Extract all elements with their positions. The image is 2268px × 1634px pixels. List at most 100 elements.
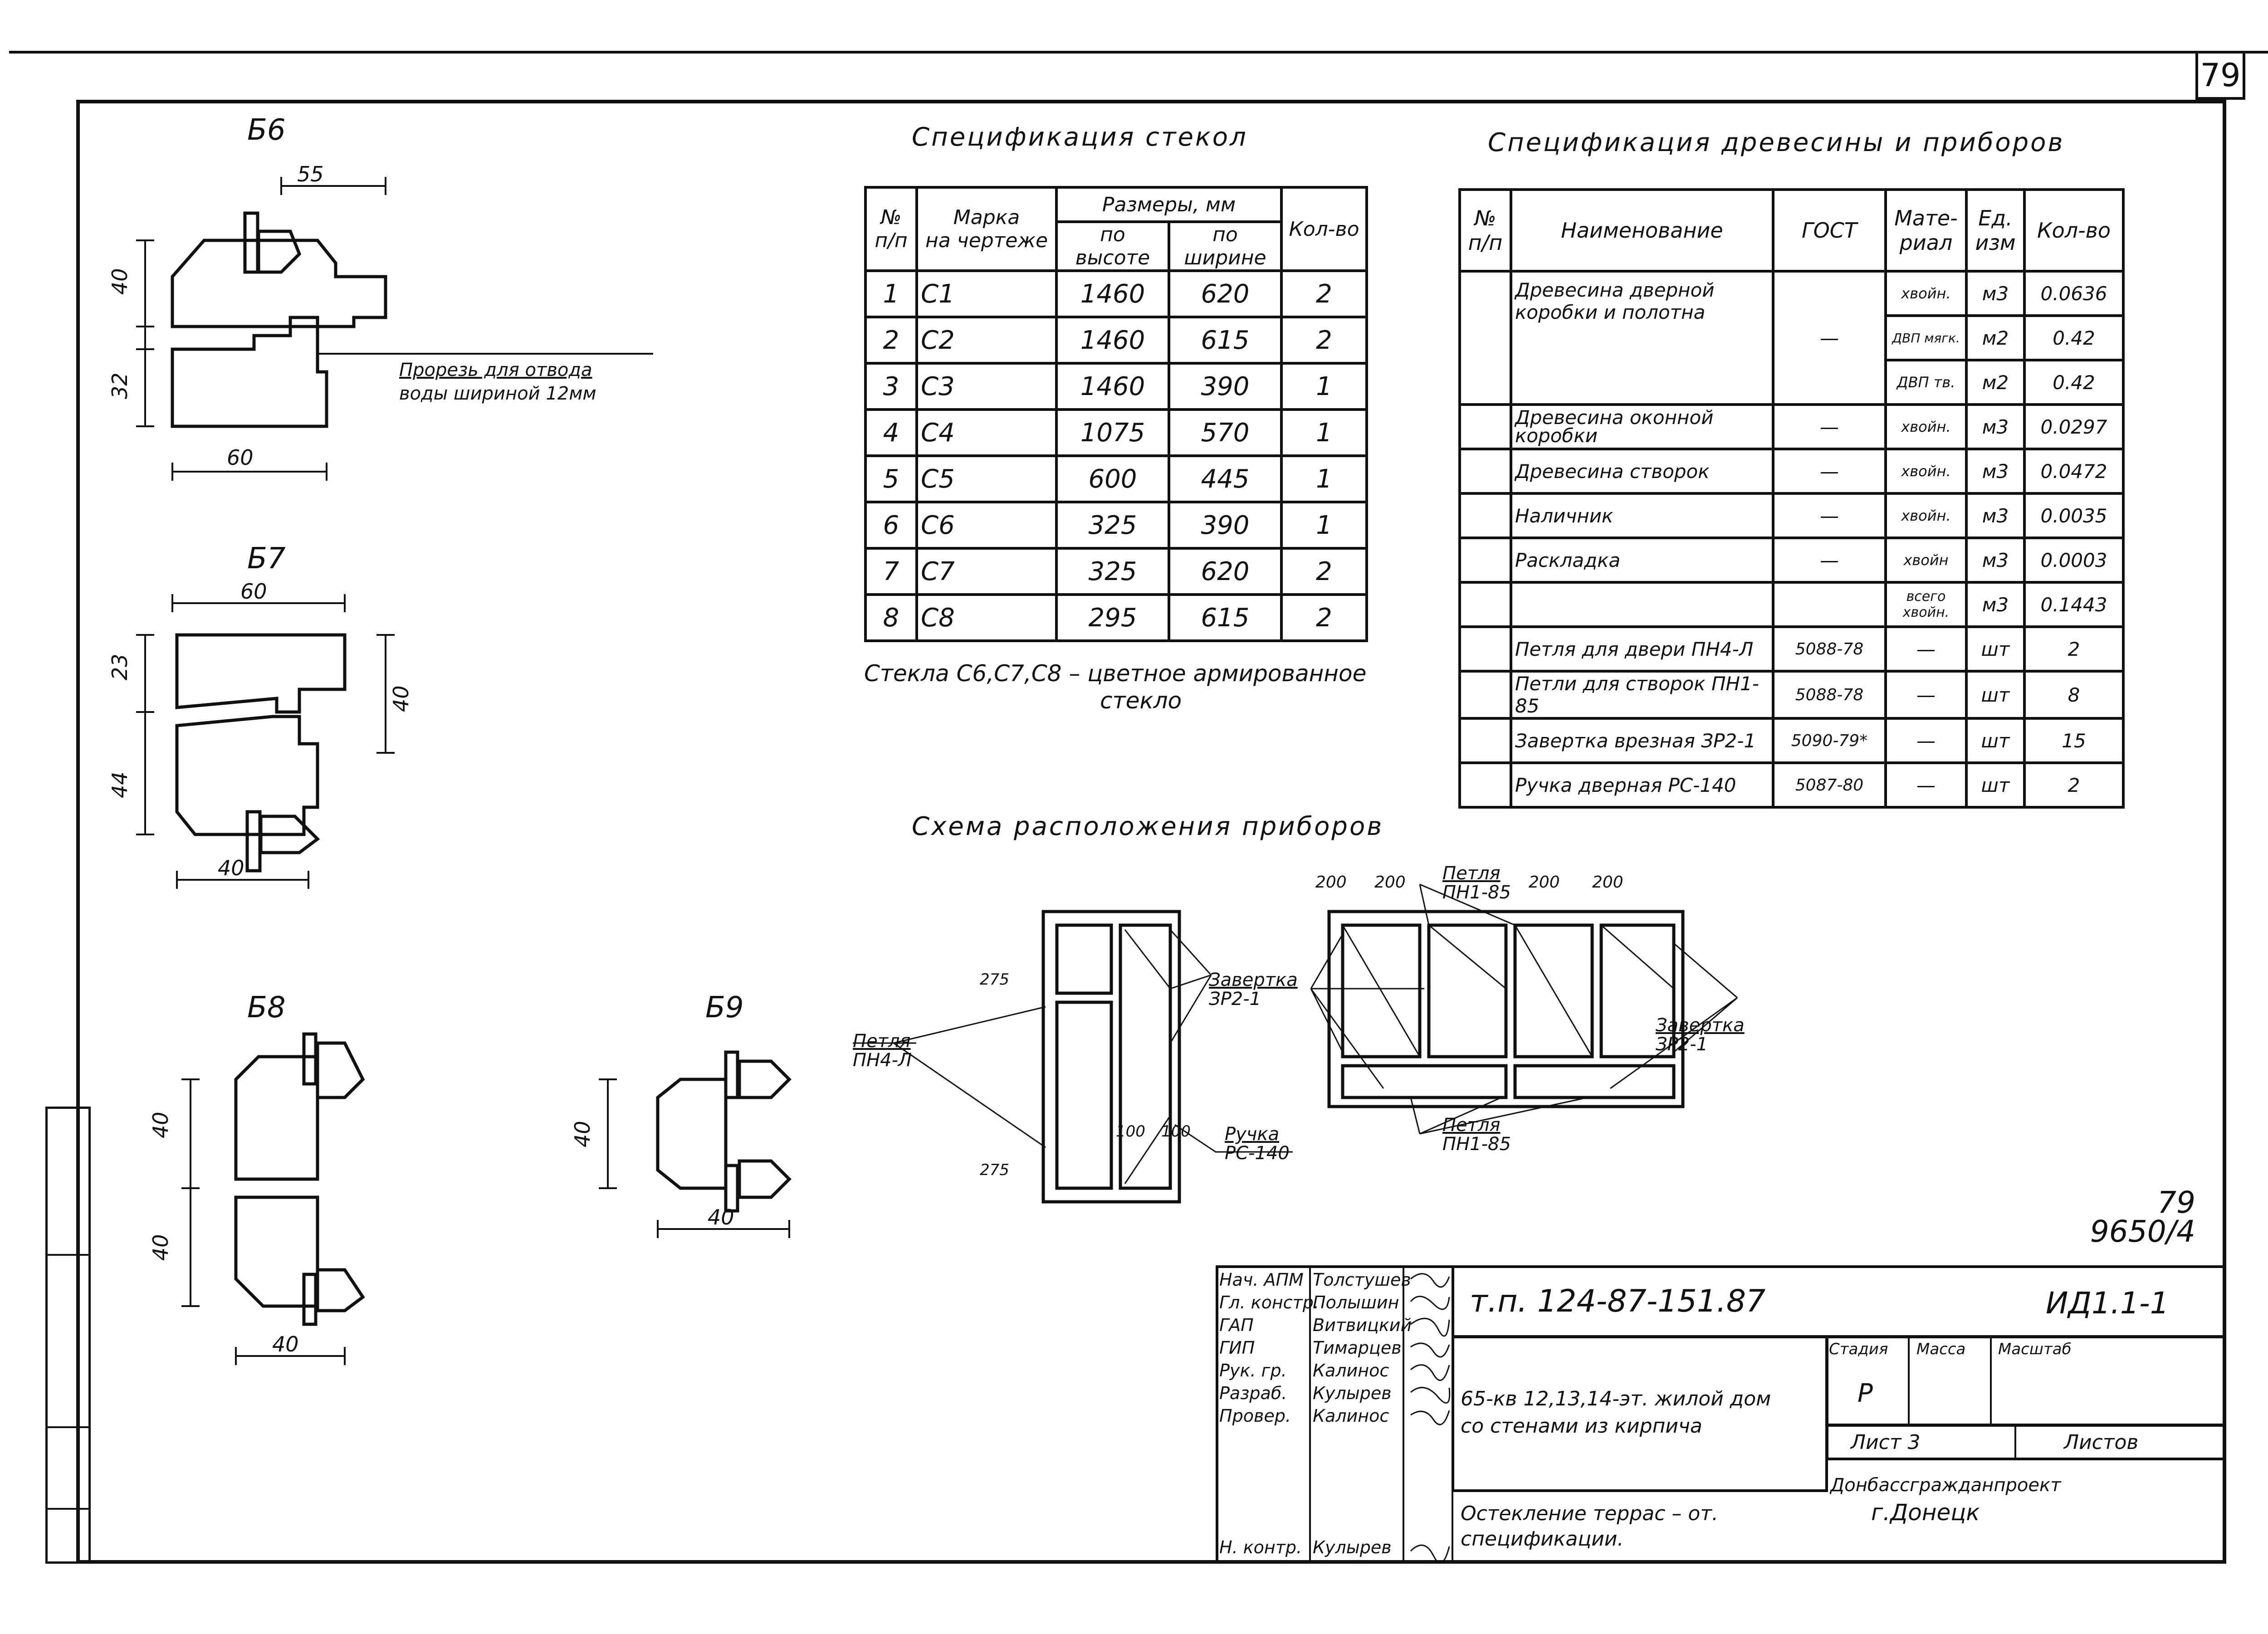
label-petlya-bottom: Петля ПН1-85 (1442, 1115, 1511, 1155)
svg-text:40: 40 (108, 268, 132, 295)
dim-275-bottom: 275 (980, 1161, 1009, 1179)
b7-glass (245, 810, 262, 873)
title-block: Нач. АПМ Толстушев Гл. констр. Полышин Г… (1216, 1265, 2226, 1564)
page-reference: 79 9650/4 (2090, 1185, 2195, 1249)
b8-profile-lower (234, 1195, 319, 1308)
svg-text:60: 60 (240, 579, 267, 604)
drawing-name: Остекление террас – от. спецификации. (1461, 1502, 1718, 1551)
table-row: Раскладка — хвойн м3 0.0003 (1458, 537, 2125, 584)
b9-bead-bottom (738, 1159, 792, 1199)
sheet-code: ИД1.1-1 (2046, 1286, 2169, 1321)
signatures (1410, 1273, 1451, 1564)
table-row: Завертка врезная ЗР2-1 5090-79* — шт 15 (1458, 717, 2125, 764)
stamp-name-4: Калинос (1313, 1361, 1389, 1380)
glass-spec-title: Спецификация стекол (912, 122, 1248, 152)
section-label-b9: Б9 (705, 991, 744, 1024)
mass-label: Масса (1916, 1340, 1966, 1358)
stamp-role-1: Гл. констр. (1219, 1293, 1319, 1312)
dim-200-d: 200 (1592, 873, 1623, 892)
stamp-role-9: Н. контр. (1219, 1537, 1302, 1557)
object-name: 65-кв 12,13,14-эт. жилой дом со стенами … (1461, 1387, 1771, 1438)
b7-profile-upper (175, 633, 347, 714)
b8-glass-top (302, 1032, 318, 1086)
b6-glass (243, 211, 259, 274)
table-row: ДВП тв. м2 0.42 (1460, 359, 2125, 406)
scheme-title: Схема расположения приборов (912, 812, 1384, 841)
stamp-role-3: ГИП (1219, 1338, 1255, 1358)
dim-100-a: 100 (1116, 1122, 1145, 1141)
sheet-label: Лист 3 (1851, 1431, 1921, 1454)
stamp-role-2: ГАП (1219, 1315, 1254, 1335)
stamp-name-6: Калинос (1313, 1406, 1389, 1426)
stamp-name-2: Витвицкий (1313, 1315, 1412, 1335)
window-frame (1327, 910, 1685, 1108)
stage-value: Р (1857, 1379, 1873, 1408)
dim-100-b: 100 (1161, 1122, 1191, 1141)
table-row: Петли для створок ПН1-85 5088-78 — шт 8 (1458, 670, 2125, 720)
b8-bead-bottom (316, 1268, 365, 1312)
project-code: т.п. 124-87-151.87 (1470, 1283, 1766, 1319)
section-label-b6: Б6 (247, 113, 286, 147)
svg-text:40: 40 (570, 1121, 595, 1147)
glass-spec-note: Стекла С6,С7,С8 – цветное армированное с… (864, 660, 1367, 714)
sheets-label: Листов (2064, 1431, 2139, 1454)
label-petlya-door: Петля ПН4-Л (853, 1031, 912, 1071)
svg-text:40: 40 (272, 1332, 299, 1356)
dim-200-c: 200 (1529, 873, 1560, 892)
b7-profile-lower (175, 715, 319, 836)
table-row: Петля для двери ПН4-Л 5088-78 — шт 2 (1458, 625, 2125, 673)
label-ruchka: Ручка РС-140 (1225, 1124, 1290, 1164)
left-binding-strip (45, 1107, 91, 1564)
svg-text:40: 40 (148, 1234, 173, 1261)
door-frame (1041, 910, 1181, 1204)
table-row: Ручка дверная РС-140 5087-80 — шт 2 (1458, 761, 2125, 809)
svg-text:23: 23 (108, 654, 132, 680)
stage-label: Стадия (1829, 1340, 1888, 1358)
svg-text:40: 40 (218, 856, 244, 880)
stamp-name-3: Тимарцев (1313, 1338, 1402, 1358)
svg-text:40: 40 (389, 685, 413, 712)
svg-text:60: 60 (227, 445, 254, 470)
stamp-name-5: Кулырев (1313, 1383, 1392, 1403)
stamp-role-5: Разраб. (1219, 1383, 1287, 1403)
b6-slot-note: Прорезь для отвода воды шириной 12мм (399, 360, 596, 404)
b6-profile-upper (171, 239, 387, 328)
stamp-role-6: Провер. (1219, 1406, 1291, 1426)
svg-text:40: 40 (708, 1205, 734, 1229)
sheet-number: 79 (2195, 51, 2245, 100)
stamp-role-0: Нач. АПМ (1219, 1270, 1304, 1290)
scale-label: Масштаб (1998, 1340, 2072, 1358)
b8-bead-top (316, 1041, 365, 1099)
b7-bead (259, 815, 320, 854)
dim-275-top: 275 (980, 971, 1009, 989)
organization: Донбассгражданпроект г.Донецк (1830, 1475, 2061, 1526)
label-zavertka-right: Завертка ЗР2-1 (1656, 1015, 1745, 1055)
stamp-name-9: Кулырев (1313, 1537, 1392, 1557)
stamp-role-4: Рук. гр. (1219, 1361, 1287, 1380)
b9-profile (656, 1078, 728, 1190)
svg-text:40: 40 (148, 1112, 173, 1138)
b9-bead-top (738, 1059, 792, 1099)
stamp-name-1: Полышин (1313, 1293, 1399, 1312)
label-zavertka-left: Завертка ЗР2-1 (1209, 970, 1298, 1010)
b6-profile-lower (171, 316, 328, 428)
b6-bead (257, 229, 302, 274)
top-border-line (9, 51, 2268, 54)
b9-glass-top (724, 1050, 739, 1099)
section-label-b7: Б7 (247, 542, 286, 576)
stamp-name-0: Толстушев (1313, 1270, 1411, 1290)
label-petlya-top: Петля ПН1-85 (1442, 863, 1511, 903)
section-label-b8: Б8 (247, 991, 286, 1024)
